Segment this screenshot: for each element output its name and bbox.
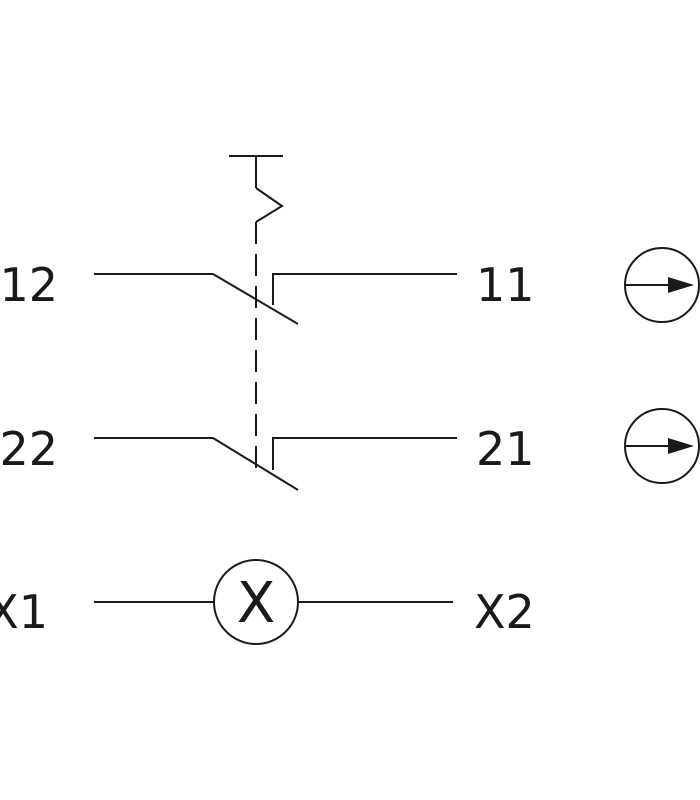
lamp-circuit: X (94, 559, 453, 645)
actuator-head (229, 155, 284, 223)
terminal-label-x2: X2 (474, 585, 535, 639)
terminal-label-11: 11 (476, 258, 535, 312)
contact-2-blade (212, 437, 299, 491)
direction-arrow-icon (624, 247, 700, 323)
terminal-label-22: 22 (0, 422, 58, 476)
lamp-symbol-text: X (237, 571, 275, 636)
contact-1 (94, 273, 457, 325)
contact-1-blade (212, 273, 299, 325)
contact-2-right-terminal (272, 437, 457, 470)
terminal-label-21: 21 (476, 422, 535, 476)
contact-2 (94, 437, 457, 491)
terminal-label-x1: X1 (0, 585, 48, 639)
contact-1-right-terminal (272, 273, 457, 305)
direction-arrow-icon (624, 408, 700, 484)
terminal-label-12: 12 (0, 258, 58, 312)
